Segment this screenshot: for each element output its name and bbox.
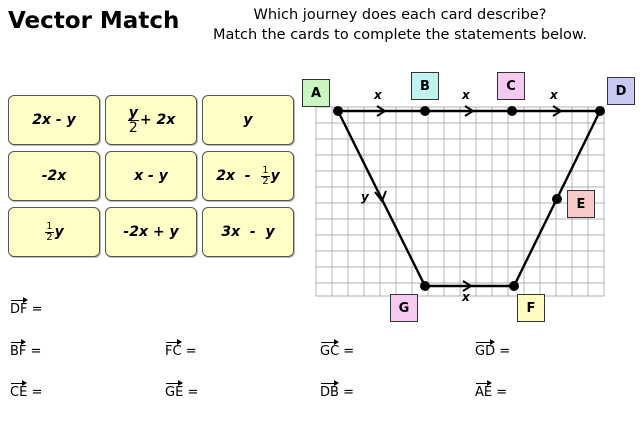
- statement-df: DF =: [10, 297, 43, 317]
- vector-name: GC: [320, 339, 340, 359]
- vector-name: CE: [10, 380, 28, 400]
- card-text: + 2x: [139, 112, 176, 128]
- statement-gd: GD =: [475, 339, 511, 359]
- fraction-denominator: 2: [128, 119, 138, 136]
- statement-fc: FC =: [165, 339, 197, 359]
- card-minus-2x[interactable]: -2x: [8, 151, 100, 201]
- card-text: 2x -: [216, 168, 261, 184]
- card-x-minus-y[interactable]: x - y: [105, 151, 197, 201]
- vector-label-y: y: [361, 190, 369, 204]
- fraction-denominator: 2: [46, 231, 53, 243]
- statement-ae: AE =: [475, 380, 508, 400]
- vector-label-x: x: [462, 290, 470, 304]
- card-text: x - y: [134, 168, 168, 184]
- point-label-g: G: [390, 294, 418, 322]
- point-label-a: A: [302, 79, 330, 107]
- card-text: -2x + y: [123, 224, 179, 240]
- vector-name: GD: [475, 339, 496, 359]
- fraction-numerator: 1: [45, 220, 54, 233]
- point-label-e: E: [567, 190, 595, 218]
- card-text: 2x - y: [32, 112, 76, 128]
- statement-bf: BF =: [10, 339, 42, 359]
- grid-lines: [315, 106, 605, 297]
- card-text-post: y: [270, 168, 280, 184]
- vector-name: BF: [10, 339, 27, 359]
- fraction-numerator: 1: [261, 164, 270, 177]
- equals-sign: =: [343, 385, 354, 400]
- equals-sign: =: [31, 385, 43, 400]
- equals-sign: =: [496, 385, 508, 400]
- instructions: Which journey does each card describe? M…: [180, 5, 620, 45]
- vector-name: DF: [10, 297, 28, 317]
- card-text: -2x: [41, 168, 67, 184]
- vector-label-x: x: [550, 88, 558, 102]
- point-label-c: C: [497, 72, 525, 100]
- equals-sign: =: [187, 385, 199, 400]
- equals-sign: =: [343, 344, 355, 359]
- statement-ge: GE =: [165, 380, 199, 400]
- point-label-b: B: [411, 72, 439, 100]
- point-label-d: D: [607, 77, 635, 105]
- equals-sign: =: [499, 344, 511, 359]
- card-3x-minus-y[interactable]: 3x - y: [202, 207, 294, 257]
- statement-gc: GC =: [320, 339, 355, 359]
- card-2x-minus-y[interactable]: 2x - y: [8, 95, 100, 145]
- points: [333, 106, 605, 291]
- instruction-line-1: Which journey does each card describe?: [253, 7, 547, 23]
- vector-label-x: x: [374, 88, 382, 102]
- card-text: y: [54, 224, 64, 240]
- card-text: 3x - y: [221, 224, 275, 240]
- vector-label-x: x: [462, 88, 470, 102]
- card-minus-2x-plus-y[interactable]: -2x + y: [105, 207, 197, 257]
- equals-sign: =: [185, 344, 197, 359]
- direction-arrows: [374, 105, 563, 292]
- vector-name: AE: [475, 380, 493, 400]
- card-text: y: [243, 112, 253, 128]
- vector-name: GE: [165, 380, 184, 400]
- equals-sign: =: [31, 302, 43, 317]
- statement-ce: CE =: [10, 380, 43, 400]
- page-title: Vector Match: [8, 8, 180, 34]
- point-label-f: F: [517, 294, 545, 322]
- fraction-numerator: y: [127, 104, 139, 121]
- instruction-line-2: Match the cards to complete the statemen…: [212, 27, 588, 43]
- vector-name: DB: [320, 380, 339, 400]
- equals-sign: =: [30, 344, 42, 359]
- card-y[interactable]: y: [202, 95, 294, 145]
- statement-db: DB =: [320, 380, 354, 400]
- fraction-denominator: 2: [262, 175, 269, 187]
- vector-name: FC: [165, 339, 182, 359]
